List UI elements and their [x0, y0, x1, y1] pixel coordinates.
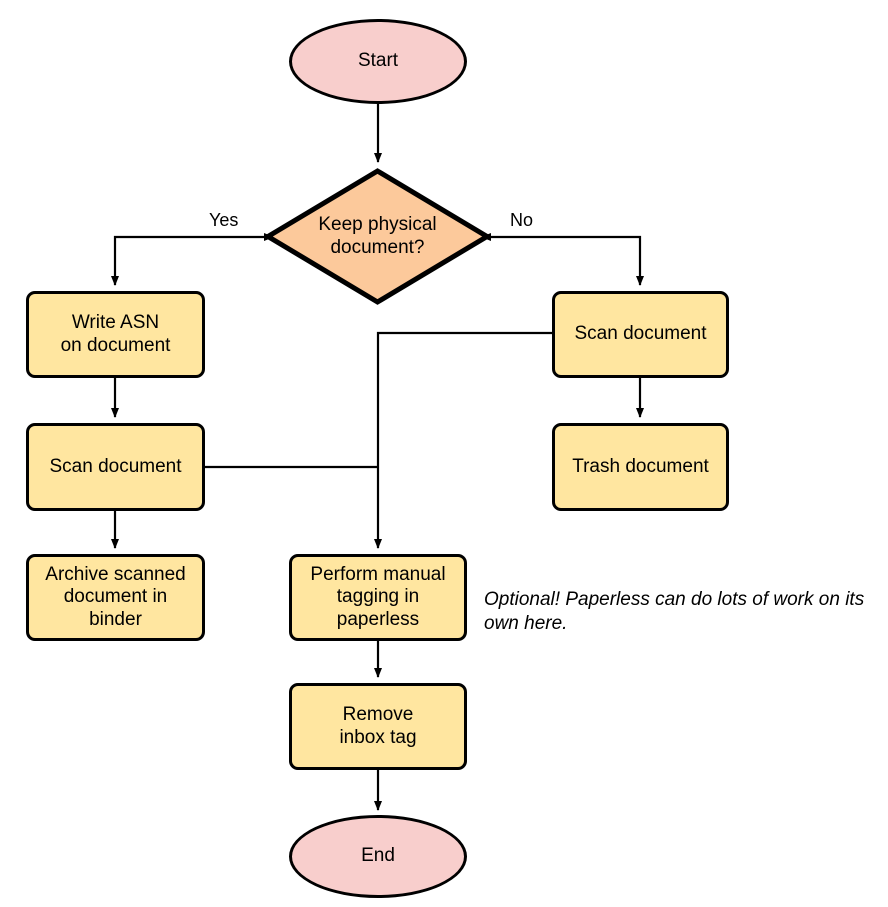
node-write-asn-label: Write ASN on document: [60, 312, 171, 356]
edge-label-yes: Yes: [207, 210, 241, 231]
node-perform-manual-tagging-label: Perform manual tagging in paperless: [310, 563, 446, 630]
node-start-label: Start: [357, 50, 399, 72]
node-decision-keep-physical-document[interactable]: Keep physical document?: [265, 168, 490, 305]
node-perform-manual-tagging[interactable]: Perform manual tagging in paperless: [289, 554, 467, 641]
diamond-shape: [265, 168, 490, 305]
node-write-asn-on-document[interactable]: Write ASN on document: [26, 291, 205, 378]
edge-label-yes-text: Yes: [209, 210, 239, 230]
node-remove-inbox-tag[interactable]: Remove inbox tag: [289, 683, 467, 770]
edge-decision-yes-to-write-asn: [111, 233, 274, 286]
node-scan-document-right-label: Scan document: [574, 323, 707, 345]
node-archive-label: Archive scanned document in binder: [45, 563, 186, 630]
node-end[interactable]: End: [289, 815, 467, 898]
edge-label-no-text: No: [510, 210, 534, 230]
edge-scan-right-to-tagging: [374, 331, 552, 549]
edge-label-no: No: [508, 210, 536, 231]
node-trash-document[interactable]: Trash document: [552, 423, 729, 511]
annotation-optional-note-text: Optional! Paperless can do lots of work …: [484, 589, 865, 634]
node-scan-document-right[interactable]: Scan document: [552, 291, 729, 378]
node-scan-document-left[interactable]: Scan document: [26, 423, 205, 511]
node-decision-label: Keep physical document?: [318, 214, 437, 258]
annotation-optional-note: Optional! Paperless can do lots of work …: [484, 588, 884, 636]
node-trash-document-label: Trash document: [572, 455, 709, 477]
edge-decision-no-to-scan-right: [481, 233, 644, 286]
node-scan-document-left-label: Scan document: [49, 455, 182, 477]
node-start[interactable]: Start: [289, 19, 467, 104]
node-end-label: End: [361, 845, 395, 867]
node-archive-scanned-document[interactable]: Archive scanned document in binder: [26, 554, 205, 641]
node-remove-inbox-tag-label: Remove inbox tag: [339, 704, 417, 748]
